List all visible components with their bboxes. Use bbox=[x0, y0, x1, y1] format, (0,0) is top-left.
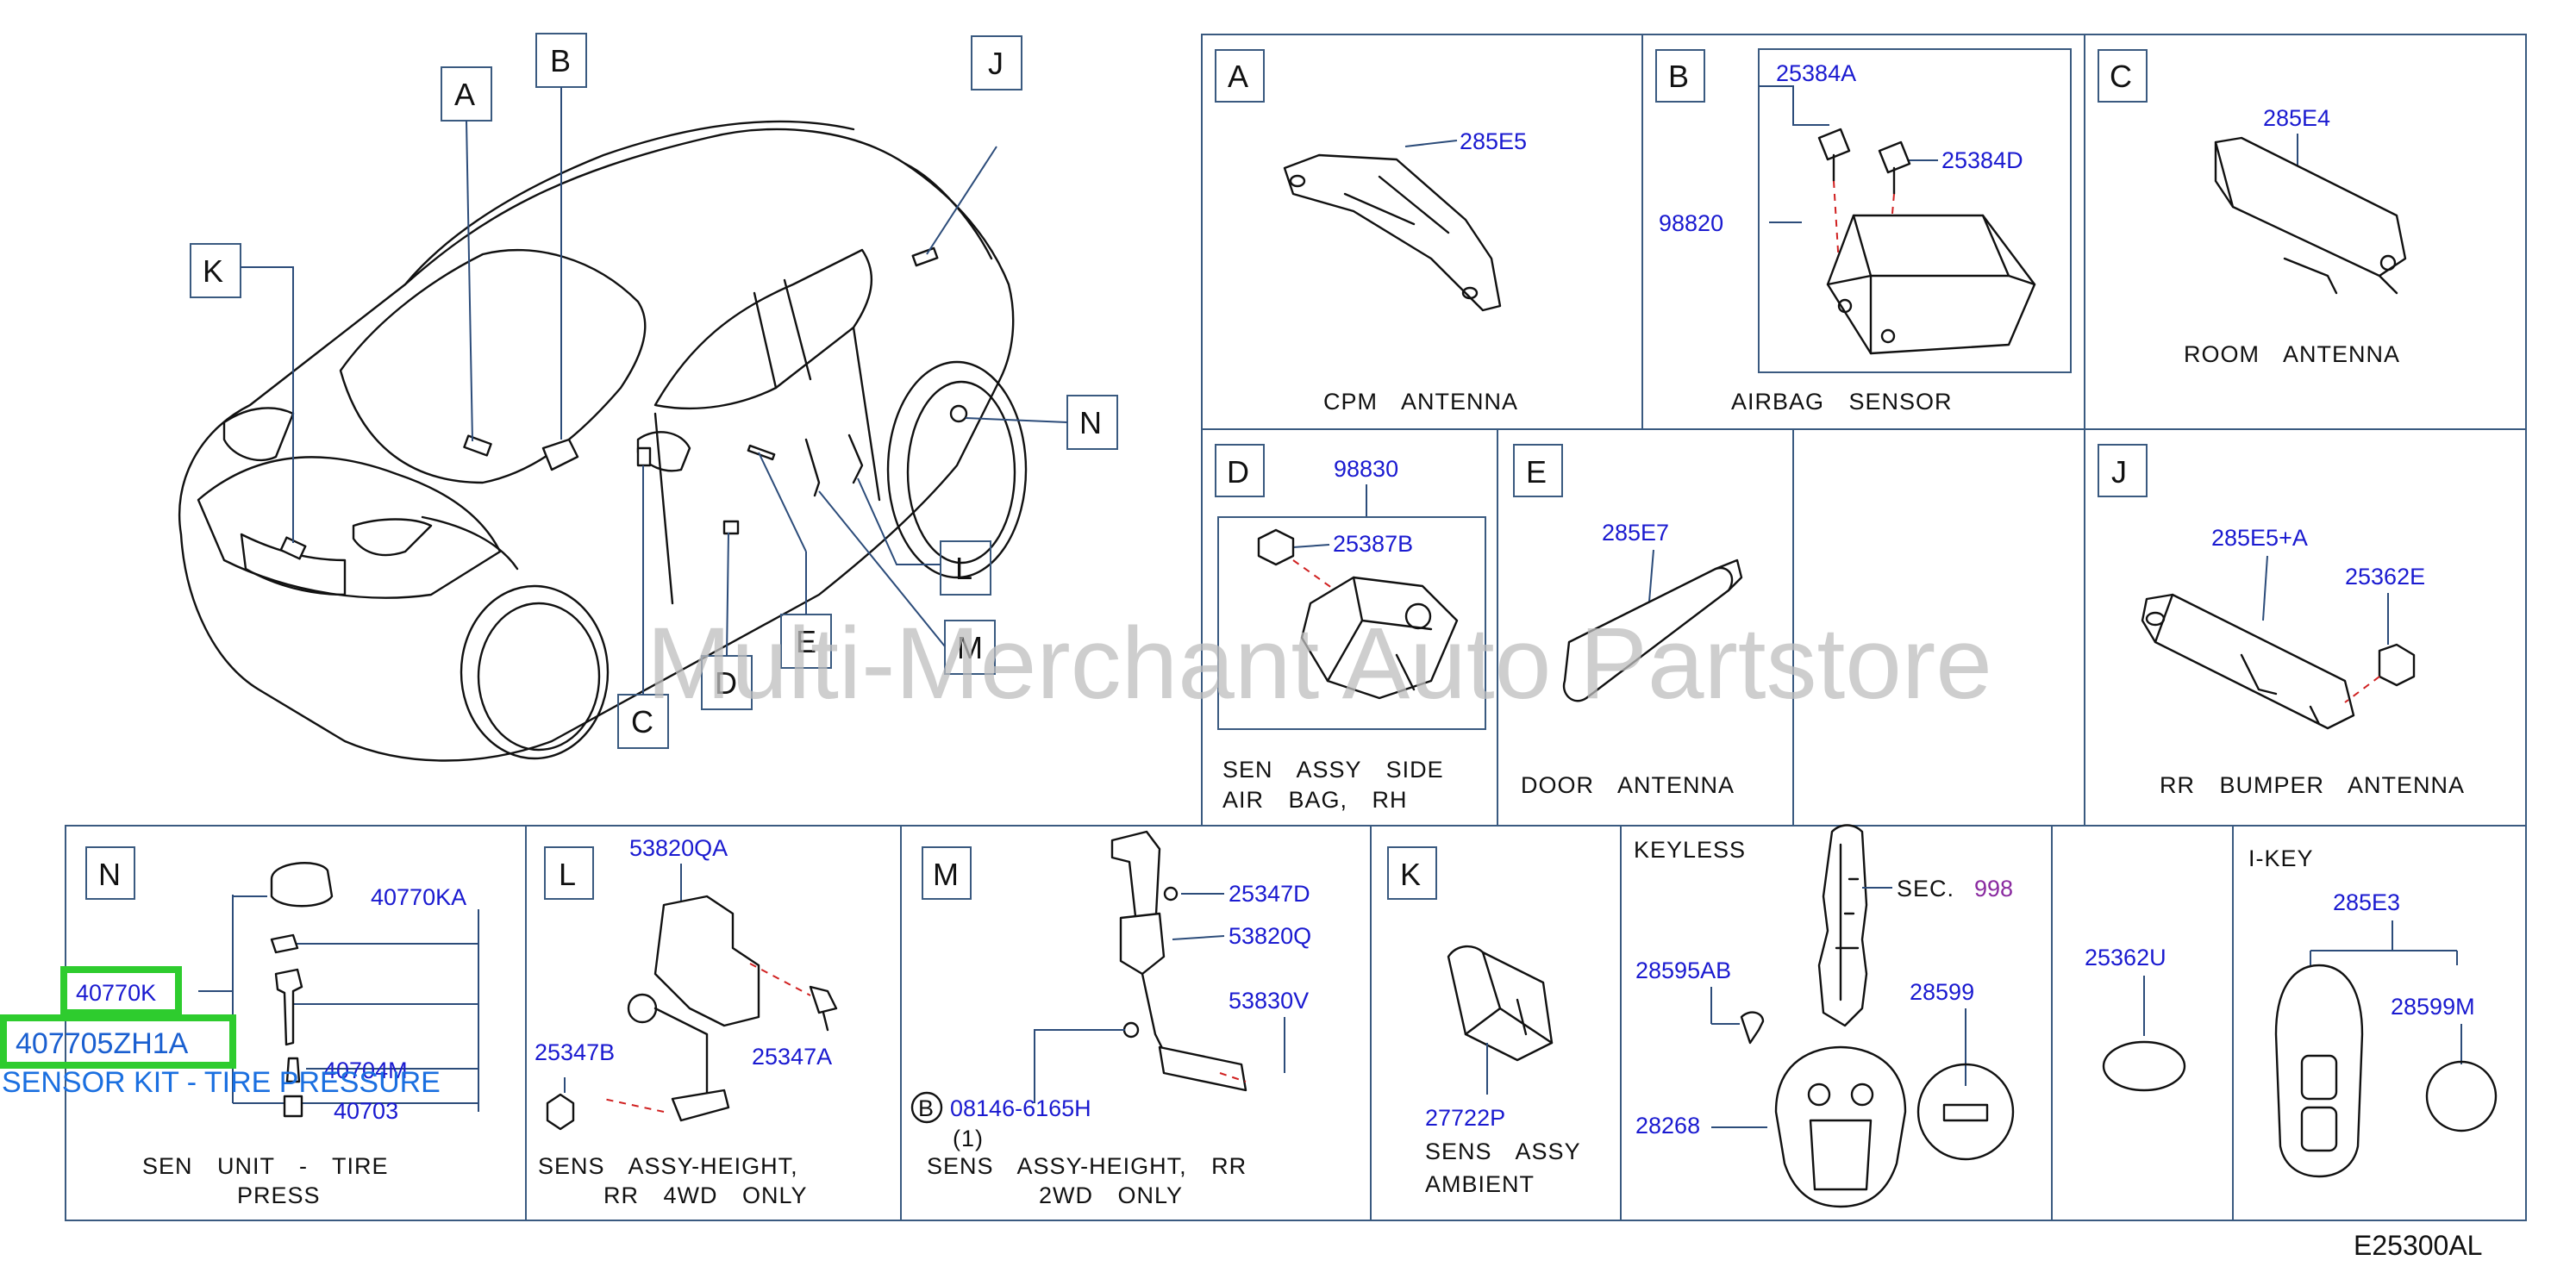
callout-N: N bbox=[1079, 405, 1102, 440]
diagram-code: E25300AL bbox=[2354, 1230, 2482, 1261]
title-rr-bumper-antenna: RR BUMPER ANTENNA bbox=[2160, 772, 2465, 798]
part-285E4: 285E4 bbox=[2263, 105, 2330, 131]
title-height-4wd-2: RR 4WD ONLY bbox=[603, 1182, 808, 1208]
panel-N-tire-pressure: N 40770KA 40704M 40703 40770K SEN UNIT -… bbox=[60, 846, 479, 1208]
part-40703: 40703 bbox=[334, 1098, 398, 1124]
part-53830V: 53830V bbox=[1229, 988, 1309, 1014]
part-25384A: 25384A bbox=[1776, 60, 1856, 86]
panel-J-rr-bumper-antenna: J 285E5+A 25362E RR BUMPER ANTENNA bbox=[2098, 444, 2465, 798]
part-28599: 28599 bbox=[1910, 979, 1974, 1005]
title-cpm-antenna: CPM ANTENNA bbox=[1323, 389, 1518, 415]
title-sen-unit-2: PRESS bbox=[237, 1182, 321, 1208]
callout-D: D bbox=[715, 665, 737, 701]
panel-ikey: I-KEY 285E3 28599M bbox=[2248, 845, 2498, 1178]
part-25347B: 25347B bbox=[535, 1039, 615, 1065]
part-25347D: 25347D bbox=[1229, 881, 1310, 907]
part-28599M: 28599M bbox=[2391, 994, 2475, 1020]
title-airbag-sensor: AIRBAG SENSOR bbox=[1731, 389, 1953, 415]
highlight-description: SENSOR KIT - TIRE PRESSURE bbox=[2, 1066, 441, 1099]
keyless-sec-number: 998 bbox=[1974, 876, 2013, 902]
keyless-sec: SEC. bbox=[1897, 876, 1954, 902]
part-08146-6165H: 08146-6165H bbox=[950, 1095, 1091, 1121]
panel-B-airbag-sensor: B 25384A 25384D 98820 AIRBAG SENSOR bbox=[1655, 48, 2072, 415]
svg-text:D: D bbox=[1227, 454, 1249, 490]
title-room-antenna: ROOM ANTENNA bbox=[2184, 341, 2400, 367]
panel-D-side-airbag: D 98830 25387B SEN ASSY SIDE AIR BAG, RH bbox=[1215, 444, 1486, 813]
panel-C-room-antenna: C 285E4 ROOM ANTENNA bbox=[2098, 49, 2407, 367]
title-door-antenna: DOOR ANTENNA bbox=[1521, 772, 1735, 798]
callout-A: A bbox=[454, 77, 475, 112]
car-callouts: A B J K N L M E D C bbox=[190, 33, 1118, 749]
panel-E-door-antenna: E 285E7 DOOR ANTENNA bbox=[1513, 444, 1743, 798]
svg-text:M: M bbox=[933, 857, 959, 892]
highlight-overlay[interactable]: 407705ZH1A SENSOR KIT - TIRE PRESSURE bbox=[0, 1014, 441, 1099]
svg-text:A: A bbox=[1228, 59, 1248, 94]
callout-B: B bbox=[550, 43, 571, 78]
bolt-letter: B bbox=[918, 1095, 935, 1121]
panel-L-height-sensor-4wd: L 53820QA 25347B 25347A SENS ASSY-HEIGHT… bbox=[535, 835, 838, 1208]
part-285E7: 285E7 bbox=[1602, 520, 1669, 546]
part-28268: 28268 bbox=[1635, 1113, 1700, 1139]
car-illustration bbox=[178, 120, 1028, 762]
highlight-part-number: 407705ZH1A bbox=[16, 1027, 189, 1060]
part-285E3: 285E3 bbox=[2333, 889, 2400, 915]
svg-text:J: J bbox=[2111, 454, 2127, 490]
callout-J: J bbox=[988, 46, 1004, 81]
callout-M: M bbox=[957, 630, 983, 665]
part-40770K: 40770K bbox=[76, 980, 156, 1006]
title-side-airbag-2: AIR BAG, RH bbox=[1222, 787, 1408, 813]
title-sen-unit-1: SEN UNIT - TIRE bbox=[142, 1153, 389, 1179]
svg-text:C: C bbox=[2110, 59, 2132, 94]
ikey-header: I-KEY bbox=[2248, 845, 2314, 871]
title-height-2wd-1: SENS ASSY-HEIGHT, RR bbox=[927, 1153, 1247, 1179]
part-25384D: 25384D bbox=[1941, 147, 2023, 173]
part-28595AB: 28595AB bbox=[1635, 958, 1731, 983]
keyless-header: KEYLESS bbox=[1634, 837, 1746, 863]
panel-keyless: KEYLESS SEC. 998 28595AB 28599 28268 bbox=[1634, 824, 2015, 1208]
part-40770KA: 40770KA bbox=[371, 884, 466, 910]
title-ambient-1: SENS ASSY bbox=[1425, 1139, 1581, 1164]
callout-K: K bbox=[203, 253, 223, 289]
part-25387B: 25387B bbox=[1333, 531, 1413, 557]
bolt-qty: (1) bbox=[953, 1126, 984, 1151]
panel-A-cpm-antenna: A 285E5 CPM ANTENNA bbox=[1215, 49, 1527, 415]
part-53820Q: 53820Q bbox=[1229, 923, 1311, 949]
svg-text:K: K bbox=[1400, 857, 1421, 892]
part-25362E: 25362E bbox=[2345, 564, 2425, 590]
part-98830: 98830 bbox=[1334, 456, 1398, 482]
panel-M-height-sensor-2wd: M 25347D 53820Q 53830V B 08146-6165H (1)… bbox=[910, 830, 1311, 1208]
panel-K-ambient-sensor: K 27722P SENS ASSY AMBIENT bbox=[1387, 846, 1581, 1197]
part-25347A: 25347A bbox=[752, 1044, 832, 1070]
part-285E5A: 285E5+A bbox=[2211, 525, 2308, 551]
part-27722P: 27722P bbox=[1425, 1105, 1505, 1131]
part-98820: 98820 bbox=[1659, 210, 1723, 236]
svg-text:N: N bbox=[98, 857, 121, 892]
bottom-panels-frame bbox=[65, 825, 2527, 1221]
title-side-airbag-1: SEN ASSY SIDE bbox=[1222, 757, 1444, 783]
callout-E: E bbox=[796, 624, 816, 659]
callout-C: C bbox=[631, 704, 653, 739]
title-height-4wd-1: SENS ASSY-HEIGHT, bbox=[538, 1153, 798, 1179]
part-40704M: 40704M bbox=[323, 1058, 408, 1083]
svg-text:B: B bbox=[1668, 59, 1689, 94]
svg-text:L: L bbox=[559, 857, 576, 892]
title-height-2wd-2: 2WD ONLY bbox=[1039, 1182, 1183, 1208]
part-285E5: 285E5 bbox=[1460, 128, 1527, 154]
panel-25362U: 25362U bbox=[2085, 945, 2186, 1092]
callout-L: L bbox=[955, 551, 972, 586]
title-ambient-2: AMBIENT bbox=[1425, 1171, 1535, 1197]
svg-text:E: E bbox=[1526, 454, 1547, 490]
watermark: Multi-Merchant Auto Partstore bbox=[647, 607, 1992, 721]
part-53820QA: 53820QA bbox=[629, 835, 728, 861]
part-25362U: 25362U bbox=[2085, 945, 2166, 970]
